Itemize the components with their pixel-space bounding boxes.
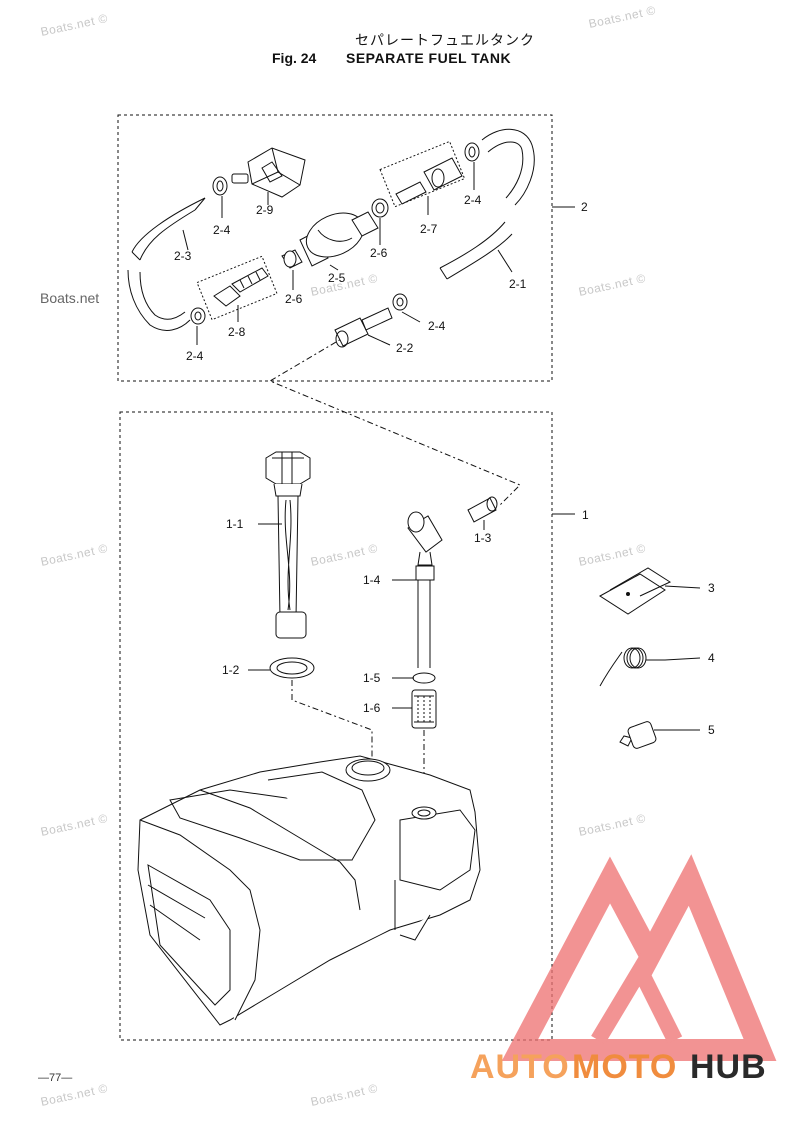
label-1-2: 1-2 (222, 663, 240, 677)
title-english: SEPARATE FUEL TANK (346, 50, 512, 66)
tank-outlet (411, 806, 437, 820)
label-1-4: 1-4 (363, 573, 381, 587)
logo-text-moto: MOTO (572, 1048, 678, 1086)
o-ring-1-5 (412, 672, 436, 684)
logo-text-hub: HUB (690, 1048, 767, 1086)
label-1-3: 1-3 (474, 531, 492, 545)
figure-number: Fig. 24 (272, 50, 317, 66)
spring-wire-4 (599, 647, 701, 687)
automotohub-logo-mark (501, 854, 777, 1061)
label-2-8: 2-8 (228, 325, 246, 339)
primer-bulb-2-5 (299, 211, 379, 267)
label-2: 2 (581, 200, 588, 214)
label-2-4: 2-4 (428, 319, 446, 333)
label-1-6: 1-6 (363, 701, 381, 715)
clamp-2-4 (190, 307, 206, 325)
label-1: 1 (582, 508, 589, 522)
connector-2-7 (395, 157, 463, 205)
label-4: 4 (708, 651, 715, 665)
title-japanese: セパレートフュエルタンク (355, 32, 535, 48)
assembly-1-box (119, 411, 553, 1041)
label-2-5: 2-5 (328, 271, 346, 285)
label-2-4: 2-4 (186, 349, 204, 363)
label-2-9: 2-9 (256, 203, 274, 217)
label-1-5: 1-5 (363, 671, 381, 685)
label-3: 3 (708, 581, 715, 595)
label-2-2: 2-2 (396, 341, 414, 355)
fitting-5 (619, 721, 700, 749)
watermark-strong: Boats.net (40, 290, 100, 306)
hose-connection-line (268, 334, 521, 506)
fuel-tank (137, 755, 481, 1026)
tank-filler-neck (345, 758, 391, 782)
fuel-pickup-1-4 (407, 511, 443, 668)
label-2-6: 2-6 (285, 292, 303, 306)
filter-1-6 (411, 689, 437, 729)
label-2-1: 2-1 (509, 277, 527, 291)
clamp-2-4 (392, 293, 408, 311)
fuel-gauge-1-1 (265, 451, 311, 639)
clamp-2-4 (212, 176, 228, 196)
clamp-2-6 (371, 198, 389, 218)
fitting-2-2 (334, 307, 393, 348)
label-5: 5 (708, 723, 715, 737)
pouch-3 (599, 567, 701, 615)
fitting-1-3 (467, 496, 498, 523)
label-2-3: 2-3 (174, 249, 192, 263)
clamp-2-4 (464, 142, 480, 162)
hose-2-3 (131, 197, 206, 261)
label-2-4: 2-4 (213, 223, 231, 237)
label-2-7: 2-7 (420, 222, 438, 236)
page-number: —77— (38, 1072, 73, 1084)
label-1-1: 1-1 (226, 517, 244, 531)
assembly-2-box (117, 114, 553, 382)
connector-2-8 (213, 267, 269, 307)
o-ring-1-2 (269, 657, 315, 679)
label-2-6: 2-6 (370, 246, 388, 260)
connector-2-9 (231, 147, 306, 198)
hose-top-right (481, 128, 535, 206)
hose-lower-left (127, 269, 191, 331)
hose-2-1 (439, 221, 513, 280)
label-2-4: 2-4 (464, 193, 482, 207)
logo-text-auto: AUTO (470, 1048, 570, 1086)
